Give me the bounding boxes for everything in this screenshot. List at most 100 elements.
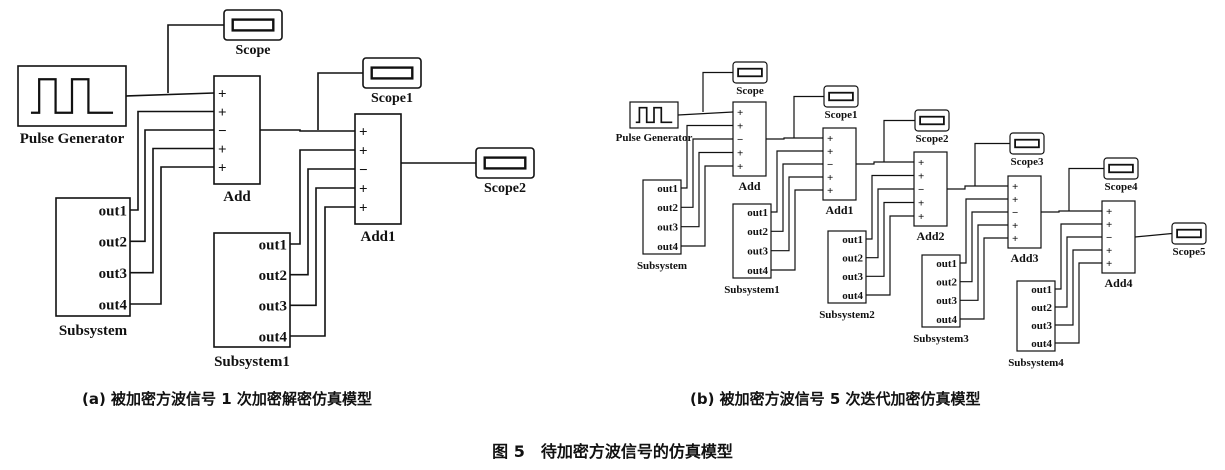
b-subsystem4-port: out3 xyxy=(1031,320,1052,332)
b-add1-sign: + xyxy=(827,185,833,197)
signal-line xyxy=(681,138,733,208)
b-add4-sign: + xyxy=(1106,206,1112,218)
b-add3-sign: + xyxy=(1012,194,1018,206)
b-subsystem1-port: out3 xyxy=(747,246,768,258)
b-add-sign: − xyxy=(737,134,743,146)
a-scope2-label: Scope2 xyxy=(484,181,526,196)
b-add2-sign: − xyxy=(918,184,924,196)
a-pulse-generator-label: Pulse Generator xyxy=(20,131,125,147)
b-subsystem4-label: Subsystem4 xyxy=(1008,357,1064,369)
b-subsystem3-port: out1 xyxy=(936,258,957,270)
a-subsystem1-port: out3 xyxy=(259,299,287,315)
caption-b: (b) 被加密方波信号 5 次迭代加密仿真模型 xyxy=(690,390,981,408)
a-subsystem-port: out4 xyxy=(99,297,128,313)
signal-line xyxy=(793,95,824,138)
b-subsystem2-port: out4 xyxy=(842,290,863,302)
signal-line xyxy=(681,124,733,189)
b-add4-sign: + xyxy=(1106,258,1112,270)
b-scope-label: Scope xyxy=(736,85,764,97)
a-subsystem-port: out2 xyxy=(99,235,127,251)
signal-line xyxy=(883,119,915,162)
a-subsystem-label: Subsystem xyxy=(59,323,128,339)
b-add2-label: Add2 xyxy=(916,229,944,243)
b-pulse-generator-label: Pulse Generator xyxy=(616,132,693,144)
b-add-sign: + xyxy=(737,107,743,119)
signal-line xyxy=(960,237,1008,320)
b-add2 xyxy=(913,151,948,227)
signal-line xyxy=(1041,210,1102,213)
b-add4 xyxy=(1101,200,1136,274)
signal-line xyxy=(130,129,214,243)
signal-line xyxy=(947,185,1008,190)
signal-line xyxy=(866,174,914,240)
b-subsystem1-port: out2 xyxy=(747,226,768,238)
a-add1-label: Add1 xyxy=(360,229,395,245)
b-add4-sign: − xyxy=(1106,232,1112,244)
b-add1-sign: − xyxy=(827,159,833,171)
signal-line xyxy=(290,149,355,245)
b-subsystem-port: out1 xyxy=(657,183,678,195)
signal-line xyxy=(317,72,363,130)
b-add4-sign: + xyxy=(1106,219,1112,231)
b-scope2-screen xyxy=(919,115,945,126)
signal-line xyxy=(681,151,733,228)
b-subsystem4 xyxy=(1016,280,1056,352)
b-add4-sign: + xyxy=(1106,245,1112,257)
signal-line xyxy=(1055,223,1102,290)
signal-line xyxy=(866,201,914,277)
b-add1-sign: + xyxy=(827,146,833,158)
b-scope-screen xyxy=(737,67,763,78)
b-scope3-screen xyxy=(1014,138,1040,149)
a-subsystem1-label: Subsystem1 xyxy=(214,354,290,370)
b-add2-sign: + xyxy=(918,197,924,209)
signal-line xyxy=(974,142,1010,186)
b-subsystem-label: Subsystem xyxy=(637,260,687,272)
signal-line xyxy=(1134,232,1173,238)
b-subsystem3-port: out4 xyxy=(936,314,957,326)
a-scope1-label: Scope1 xyxy=(371,91,413,106)
b-subsystem1-label: Subsystem1 xyxy=(724,284,780,296)
b-add xyxy=(732,101,767,177)
a-pulse-generator-waveform xyxy=(30,78,114,114)
signal-line xyxy=(771,189,823,271)
signal-line xyxy=(856,161,914,165)
a-add-sign: + xyxy=(218,105,227,121)
b-add-label: Add xyxy=(738,179,760,193)
b-add2-sign: + xyxy=(918,157,924,169)
b-add3-sign: − xyxy=(1012,207,1018,219)
b-subsystem1-port: out1 xyxy=(747,207,768,219)
signal-line xyxy=(290,187,355,307)
b-subsystem3-port: out2 xyxy=(936,277,957,289)
b-scope3-label: Scope3 xyxy=(1011,156,1045,168)
b-subsystem-port: out2 xyxy=(657,202,678,214)
signal-line xyxy=(1055,249,1102,326)
b-subsystem1 xyxy=(732,203,772,279)
a-add1-sign: + xyxy=(359,124,368,140)
signal-line xyxy=(1055,262,1102,344)
a-scope-label: Scope xyxy=(236,43,271,58)
b-subsystem3-port: out3 xyxy=(936,295,957,307)
signal-line xyxy=(290,206,355,337)
a-scope1-screen xyxy=(370,66,414,80)
a-add-sign: + xyxy=(218,142,227,158)
b-add3 xyxy=(1007,175,1042,249)
signal-line xyxy=(866,188,914,259)
b-subsystem-port: out3 xyxy=(657,222,678,234)
signal-line xyxy=(290,168,355,276)
signal-line xyxy=(167,24,224,93)
b-add1-sign: + xyxy=(827,172,833,184)
a-add-sign: − xyxy=(218,123,227,139)
b-add3-label: Add3 xyxy=(1010,251,1038,265)
figure-caption: 图 5 待加密方波信号的仿真模型 xyxy=(492,442,733,461)
a-add-sign: + xyxy=(218,86,227,102)
a-add1-sign: + xyxy=(359,143,368,159)
b-subsystem1-port: out4 xyxy=(747,265,768,277)
a-add-sign: + xyxy=(218,160,227,176)
signal-line xyxy=(866,215,914,296)
b-subsystem4-port: out4 xyxy=(1031,338,1052,350)
caption-a: (a) 被加密方波信号 1 次加密解密仿真模型 xyxy=(82,390,372,408)
b-pulse-generator-waveform xyxy=(635,106,673,124)
b-scope4-label: Scope4 xyxy=(1105,181,1139,193)
a-scope-screen xyxy=(231,18,275,32)
b-scope5-screen xyxy=(1176,228,1202,239)
